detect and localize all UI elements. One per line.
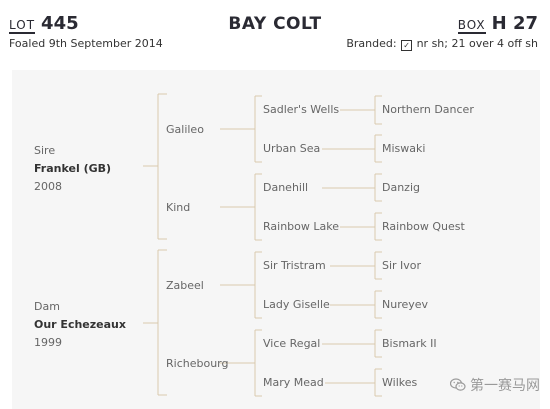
gen4-1: Northern Dancer [382, 103, 474, 116]
gen4-4: Rainbow Quest [382, 220, 465, 233]
branded-details: nr sh; 21 over 4 off sh [416, 37, 538, 50]
gen3-5: Sir Tristram [263, 259, 326, 272]
gen4-3: Danzig [382, 181, 420, 194]
wechat-icon [449, 378, 466, 392]
pedigree-panel: Sire Frankel (GB) 2008 Dam Our Echezeaux… [12, 70, 540, 409]
lot-label: LOT [9, 18, 36, 34]
pedigree-connectors [143, 93, 382, 397]
gen3-3: Danehill [263, 181, 309, 194]
gen4-7: Bismark II [382, 337, 437, 350]
box-block: BOX H 27 [457, 13, 538, 34]
dam-name: Our Echezeaux [34, 318, 126, 331]
branded-info: Branded: ✓ nr sh; 21 over 4 off sh [346, 37, 538, 51]
gen4-8: Wilkes [382, 376, 418, 389]
page-title: BAY COLT [228, 14, 322, 34]
gen4-6: Nureyev [382, 298, 429, 311]
branded-check-icon: ✓ [401, 40, 413, 51]
gen3-8: Mary Mead [263, 376, 324, 389]
gen3-6: Lady Giselle [263, 298, 330, 311]
gen3-7: Vice Regal [263, 337, 321, 350]
gen3-2: Urban Sea [263, 142, 321, 155]
lot-block: LOT 445 [9, 14, 79, 34]
gen2-dam-sire: Zabeel [166, 279, 204, 292]
gen2-dam-dam: Richebourg [166, 357, 229, 370]
gen4-2: Miswaki [382, 142, 426, 155]
lot-number: 445 [41, 13, 79, 34]
box-label: BOX [457, 18, 486, 34]
branded-prefix: Branded: [346, 37, 397, 50]
gen2-sire-sire: Galileo [166, 123, 204, 136]
foaled-date: Foaled 9th September 2014 [9, 37, 163, 50]
gen2-sire-dam: Kind [166, 201, 191, 214]
gen3-1: Sadler's Wells [263, 103, 340, 116]
sire-name: Frankel (GB) [34, 162, 112, 175]
dam-year: 1999 [34, 336, 62, 349]
box-number: H 27 [491, 13, 538, 34]
gen4-5: Sir Ivor [382, 259, 422, 272]
watermark-text: 第一赛马网 [470, 378, 540, 394]
watermark: 第一赛马网 [449, 375, 540, 395]
gen3-4: Rainbow Lake [263, 220, 339, 233]
sire-label: Sire [34, 144, 56, 157]
dam-label: Dam [34, 300, 60, 313]
sire-year: 2008 [34, 180, 62, 193]
header: LOT 445 Foaled 9th September 2014 BAY CO… [0, 0, 550, 62]
